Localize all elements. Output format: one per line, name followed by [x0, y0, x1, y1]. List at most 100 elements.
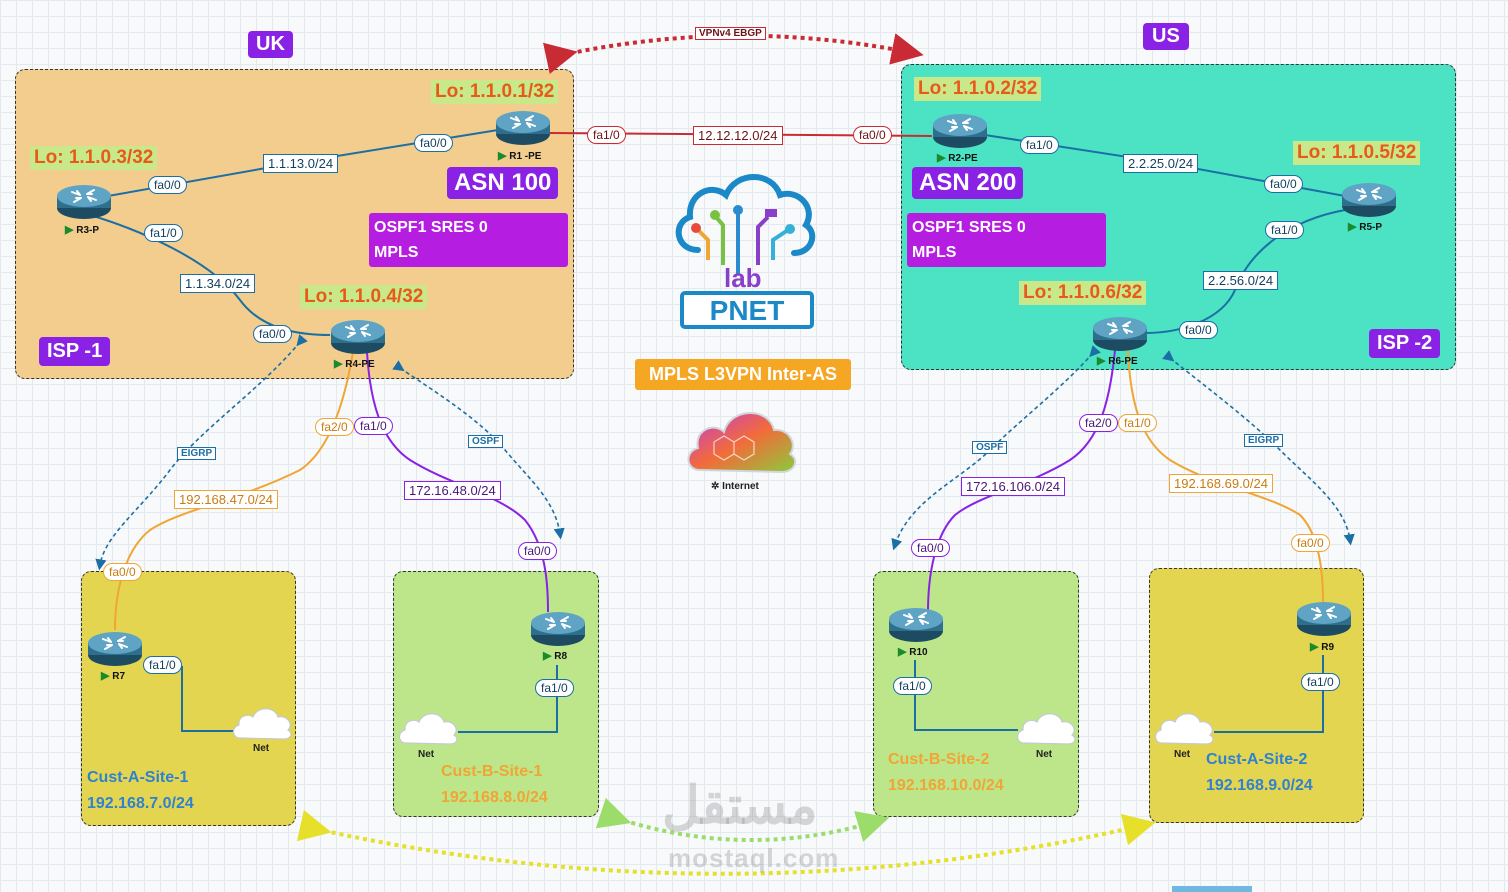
router-r8-icon[interactable]: [530, 609, 586, 649]
link-r8-net: [458, 665, 558, 733]
cust-b-vpn-arrow: [595, 797, 890, 843]
iface-r3-fa1-0: fa1/0: [144, 224, 183, 242]
site-cust-a-2: Cust-A-Site-2 192.168.9.0/24: [1206, 747, 1313, 799]
router-r7-label: ▶ R7: [101, 670, 126, 682]
router-r9-icon[interactable]: [1296, 599, 1352, 639]
region-uk-badge: UK: [248, 31, 293, 58]
site-cust-b-2-name: Cust-B-Site-2: [888, 751, 990, 768]
r4-loopback: Lo: 1.1.0.4/32: [300, 285, 428, 309]
router-r3-icon[interactable]: [56, 182, 112, 222]
iface-r4-fa1-0: fa1/0: [354, 417, 393, 435]
iface-r2-fa0-0: fa0/0: [853, 126, 892, 144]
router-r10-icon[interactable]: [888, 605, 944, 645]
net-r3-r4: 1.1.34.0/24: [180, 274, 256, 293]
site-cust-b-1-name: Cust-B-Site-1: [441, 763, 543, 780]
iface-r6-fa0-0: fa0/0: [1179, 321, 1218, 339]
pnet-logo: lab PNET: [675, 174, 816, 329]
iface-r4-fa0-0: fa0/0: [253, 325, 292, 343]
site-cust-b-1: Cust-B-Site-1 192.168.8.0/24: [441, 759, 548, 811]
proto-eigrp-left: EIGRP: [177, 447, 217, 460]
router-r7-icon[interactable]: [87, 629, 143, 669]
isp1-note-ospf: OSPF1 SRES 0: [374, 219, 488, 236]
router-r5-name: R5-P: [1359, 222, 1383, 233]
iface-r1-fa0-0: fa0/0: [414, 134, 453, 152]
proto-ospf-right: OSPF: [972, 441, 1008, 454]
net-r1-r3: 1.1.13.0/24: [263, 154, 339, 173]
net-r6-r9: 192.168.69.0/24: [1169, 474, 1273, 493]
iface-r4-fa2-0: fa2/0: [315, 418, 354, 436]
router-r2-label: ▶ R2-PE: [937, 152, 978, 164]
iface-r6-fa2-0: fa2/0: [1079, 414, 1118, 432]
internet-cloud-label: ✲ Internet: [711, 481, 759, 492]
isp2-note-mpls: MPLS: [912, 244, 957, 261]
eigrp-arrow-left: [95, 334, 308, 571]
net-cloud-r9-label: Net: [1174, 749, 1191, 760]
iface-r5-fa0-0: fa0/0: [1264, 175, 1303, 193]
site-cust-a-1-subnet: 192.168.7.0/24: [87, 795, 194, 812]
net-r4-r8: 172.16.48.0/24: [404, 481, 501, 500]
isp1-note-mpls: MPLS: [374, 244, 419, 261]
internet-cloud-icon: [687, 412, 797, 474]
isp1-name-badge: ISP -1: [39, 337, 111, 366]
r2-loopback: Lo: 1.1.0.2/32: [914, 77, 1042, 101]
iface-r2-fa1-0: fa1/0: [1020, 136, 1059, 154]
r3-loopback: Lo: 1.1.0.3/32: [30, 146, 158, 170]
link-r7-net: [181, 666, 235, 732]
iface-r7-fa0-0: fa0/0: [103, 563, 142, 581]
iface-r10-fa0-0: fa0/0: [911, 539, 950, 557]
iface-r10-fa1-0: fa1/0: [893, 677, 932, 695]
cust-a-vpn-arrow: [296, 809, 1156, 876]
router-r4-icon[interactable]: [330, 317, 386, 357]
r6-loopback: Lo: 1.1.0.6/32: [1019, 281, 1147, 305]
router-r5-icon[interactable]: [1341, 180, 1397, 220]
ospf-arrow-left: [392, 360, 565, 540]
pnet-lab-text: lab: [724, 263, 762, 293]
iface-r3-fa0-0: fa0/0: [148, 176, 187, 194]
router-r10-label: ▶ R10: [898, 646, 928, 658]
router-r4-label: ▶ R4-PE: [334, 358, 375, 370]
isp2-note-ospf: OSPF1 SRES 0: [912, 219, 1026, 236]
iface-r6-fa1-0: fa1/0: [1118, 414, 1157, 432]
watermark-arabic: مستقل: [662, 777, 818, 835]
bottom-scroll-tab: [1172, 886, 1252, 892]
router-r6-label: ▶ R6-PE: [1097, 355, 1138, 367]
isp1-asn-badge: ASN 100: [447, 167, 559, 199]
router-r6-icon[interactable]: [1092, 314, 1148, 354]
net-r1-r2: 12.12.12.0/24: [693, 126, 783, 145]
proto-eigrp-right: EIGRP: [1244, 434, 1284, 447]
isp1-notes: OSPF1 SRES 0 MPLS: [369, 213, 568, 267]
router-r1-icon[interactable]: [495, 108, 551, 148]
site-cust-b-2-subnet: 192.168.10.0/24: [888, 777, 1004, 794]
net-cloud-r8-icon: [398, 713, 458, 745]
router-r9-name: R9: [1321, 642, 1335, 653]
router-r3-name: R3-P: [76, 225, 100, 236]
iface-r8-fa0-0: fa0/0: [518, 542, 557, 560]
router-r7-name: R7: [112, 671, 126, 682]
ebgp-label: VPNv4 EBGP: [695, 27, 766, 40]
iface-r8-fa1-0: fa1/0: [535, 679, 574, 697]
cust-a-site-1-zone: [81, 571, 296, 826]
router-r1-name: R1 -PE: [509, 151, 542, 162]
router-r4-name: R4-PE: [345, 359, 375, 370]
router-r8-label: ▶ R8: [543, 650, 568, 662]
iface-r9-fa0-0: fa0/0: [1291, 534, 1330, 552]
router-r6-name: R6-PE: [1108, 356, 1138, 367]
router-r9-label: ▶ R9: [1310, 641, 1335, 653]
net-cloud-r10-icon: [1016, 713, 1076, 745]
net-r4-r7: 192.168.47.0/24: [174, 490, 278, 509]
net-r2-r5: 2.2.25.0/24: [1123, 154, 1199, 173]
link-r10-net: [914, 660, 1018, 731]
site-cust-a-2-subnet: 192.168.9.0/24: [1206, 777, 1313, 794]
net-r5-r6: 2.2.56.0/24: [1203, 271, 1279, 290]
region-us-badge: US: [1143, 23, 1189, 50]
router-r2-icon[interactable]: [932, 111, 988, 151]
net-cloud-r7-icon: [232, 708, 292, 740]
site-cust-a-1: Cust-A-Site-1 192.168.7.0/24: [87, 765, 194, 817]
iface-r1-fa1-0: fa1/0: [587, 126, 626, 144]
pnet-text: PNET: [710, 295, 785, 326]
iface-r5-fa1-0: fa1/0: [1265, 221, 1304, 239]
site-cust-b-2: Cust-B-Site-2 192.168.10.0/24: [888, 747, 1004, 799]
router-r1-label: ▶ R1 -PE: [498, 150, 542, 162]
router-r8-name: R8: [554, 651, 568, 662]
router-r3-label: ▶ R3-P: [65, 224, 100, 236]
